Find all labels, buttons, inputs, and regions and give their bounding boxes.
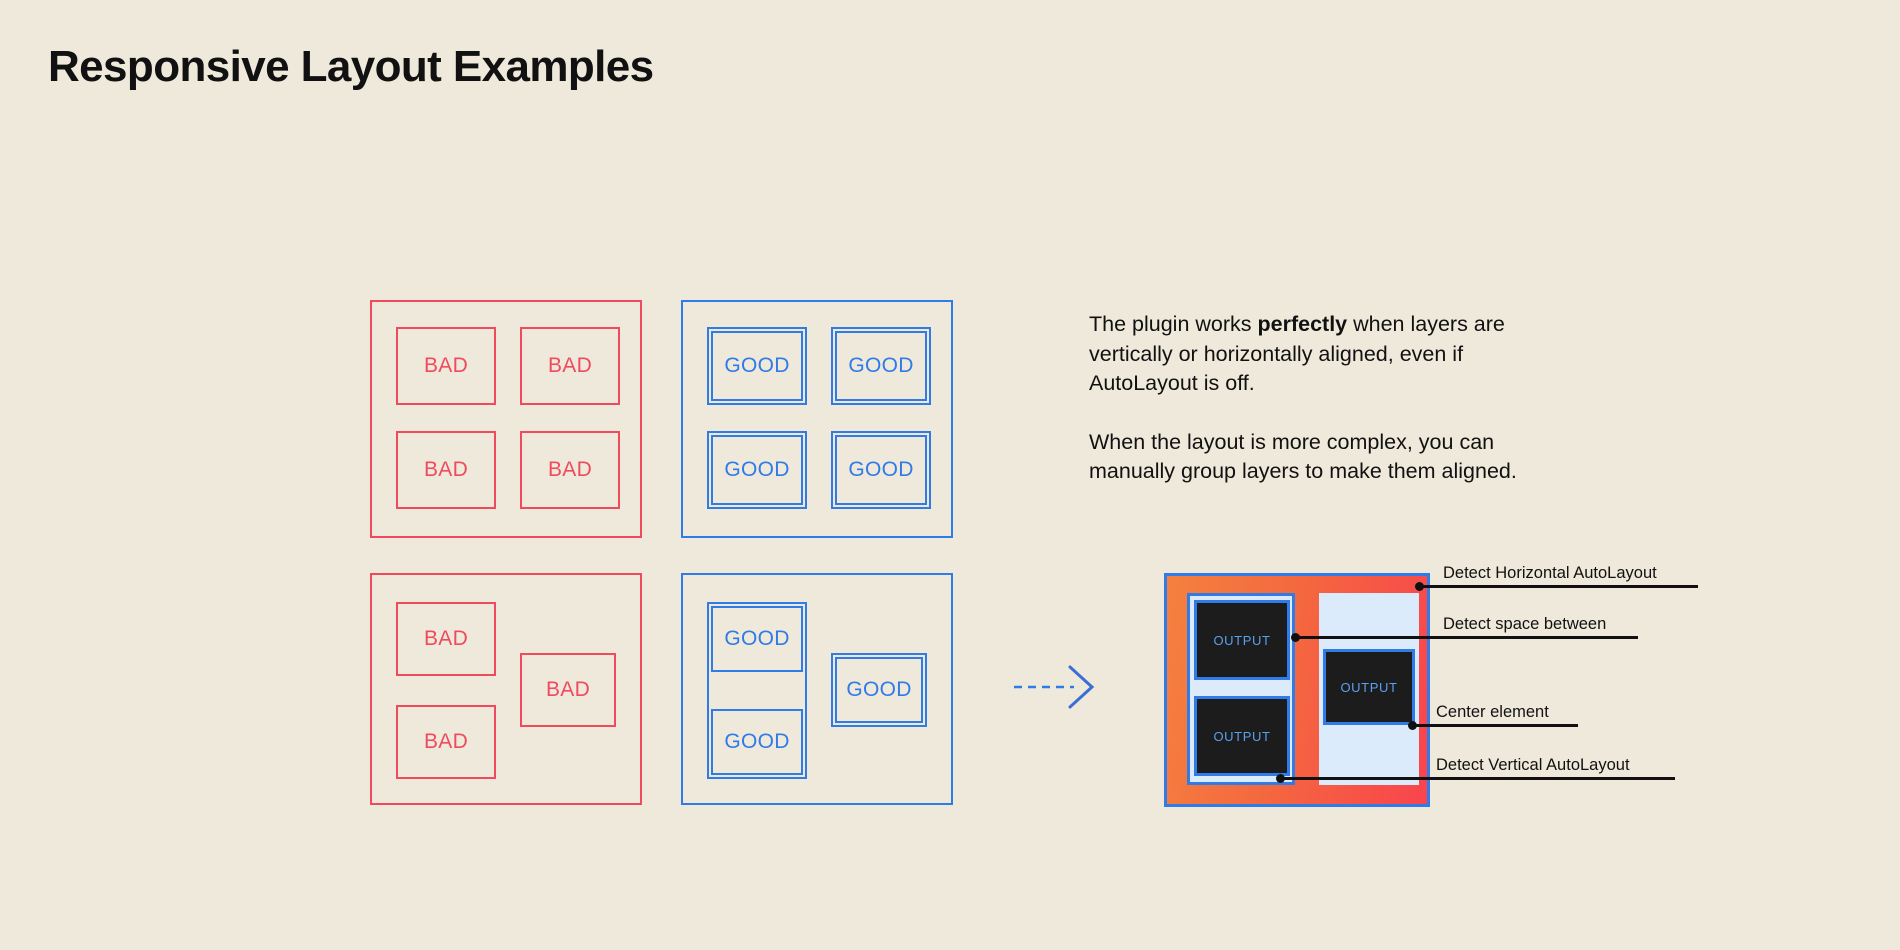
callout-line: [1296, 636, 1638, 639]
bad-cell-label: BAD: [547, 354, 593, 377]
bad-cell: BAD: [520, 327, 620, 405]
good-grid-panel: GOOD GOOD GOOD GOOD: [681, 300, 953, 538]
good-cell-label: GOOD: [848, 354, 914, 377]
bad-cell-label: BAD: [547, 458, 593, 481]
callout-line: [1413, 724, 1578, 727]
good-cell-label: GOOD: [724, 458, 790, 481]
good-cell-label: GOOD: [724, 354, 790, 377]
mock-left-column: OUTPUT OUTPUT: [1187, 593, 1295, 785]
good-cell-label: GOOD: [846, 678, 912, 701]
bad-cell: BAD: [396, 327, 496, 405]
good-cell: GOOD: [711, 331, 803, 401]
callout-dot: [1291, 633, 1300, 642]
output-box-label: OUTPUT: [1340, 679, 1398, 695]
callout-label: Detect Vertical AutoLayout: [1436, 756, 1630, 774]
good-group-wrapper: [707, 431, 807, 509]
good-group-wrapper: [707, 327, 807, 405]
bad-cell-label: BAD: [423, 354, 469, 377]
description-copy: The plugin works perfectly when layers a…: [1089, 310, 1549, 487]
copy-p1-before: The plugin works: [1089, 312, 1258, 336]
callout-label: Detect space between: [1443, 615, 1607, 633]
callout-label: Center element: [1436, 703, 1549, 721]
output-box: OUTPUT: [1323, 649, 1415, 725]
good-cell: GOOD: [711, 435, 803, 505]
good-group-wrapper: [831, 653, 927, 727]
copy-p1-bold: perfectly: [1257, 312, 1348, 336]
callout-label: Detect Horizontal AutoLayout: [1443, 564, 1657, 582]
good-complex-panel: GOOD GOOD GOOD: [681, 573, 953, 805]
copy-paragraph-1: The plugin works perfectly when layers a…: [1089, 310, 1549, 399]
copy-p1-after: when layers are vertically or horizontal…: [1089, 312, 1505, 395]
good-cell: GOOD: [835, 657, 923, 723]
good-cell: GOOD: [711, 606, 803, 672]
bad-cell-label: BAD: [423, 730, 469, 753]
good-group-wrapper: [831, 327, 931, 405]
good-cell-label: GOOD: [724, 627, 790, 650]
output-box-label: OUTPUT: [1213, 728, 1271, 744]
callout-dot: [1276, 774, 1285, 783]
output-box: OUTPUT: [1194, 696, 1290, 776]
callout-dot: [1408, 721, 1417, 730]
good-cell-label: GOOD: [724, 730, 790, 753]
good-cell: GOOD: [835, 331, 927, 401]
good-group-wrapper: [831, 431, 931, 509]
bad-complex-panel: BAD BAD BAD: [370, 573, 642, 805]
page-title: Responsive Layout Examples: [48, 42, 654, 91]
bad-cell: BAD: [520, 431, 620, 509]
output-box: OUTPUT: [1194, 600, 1290, 680]
callout-line: [1281, 777, 1675, 780]
bad-cell-label: BAD: [423, 627, 469, 650]
bad-cell-label: BAD: [423, 458, 469, 481]
bad-grid-panel: BAD BAD BAD BAD: [370, 300, 642, 538]
callout-line: [1420, 585, 1698, 588]
output-box-label: OUTPUT: [1213, 632, 1271, 648]
dashed-arrow-right-icon: [1012, 662, 1102, 717]
annotated-mock-frame: OUTPUT OUTPUT OUTPUT: [1164, 573, 1430, 807]
good-group-wrapper: [707, 602, 807, 779]
bad-cell: BAD: [396, 705, 496, 779]
bad-cell-label: BAD: [545, 678, 591, 701]
mock-right-column: OUTPUT: [1319, 593, 1419, 785]
good-cell: GOOD: [835, 435, 927, 505]
bad-cell: BAD: [520, 653, 616, 727]
copy-paragraph-2: When the layout is more complex, you can…: [1089, 429, 1517, 484]
callout-dot: [1415, 582, 1424, 591]
good-cell-label: GOOD: [848, 458, 914, 481]
good-cell: GOOD: [711, 709, 803, 775]
bad-cell: BAD: [396, 431, 496, 509]
bad-cell: BAD: [396, 602, 496, 676]
